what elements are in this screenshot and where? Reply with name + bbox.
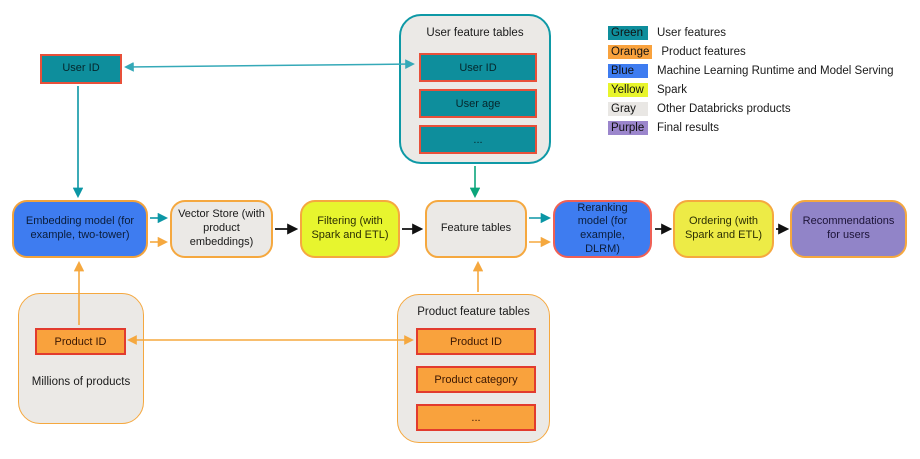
user-feature-tables-container: User feature tables User ID User age ... [399,14,551,164]
millions-of-products-label: Millions of products [31,376,131,388]
millions-of-products-container: Product ID Millions of products [18,293,144,424]
product-feature-row-category: Product category [416,366,536,393]
reranking-model-box: Reranking model (for example, DLRM) [553,200,652,258]
vector-store-box: Vector Store (with product embeddings) [170,200,273,258]
filtering-label: Filtering (with Spark and ETL) [311,215,389,241]
legend-item-user-features: Green User features [608,25,894,40]
product-feature-row-label: Product category [434,373,518,386]
arrow-userid-bidirectional [124,59,415,72]
vector-store-label: Vector Store (with product embeddings) [178,208,265,248]
feature-tables-label: Feature tables [440,222,512,235]
legend-item-ml-runtime: Blue Machine Learning Runtime and Model … [608,63,894,78]
recommendations-label: Recommendations for users [802,215,895,241]
embedding-model-label: Embedding model (for example, two-tower) [25,215,135,241]
legend-label: Final results [657,121,719,134]
legend-item-final-results: Purple Final results [608,120,894,135]
legend-label: Spark [657,83,688,96]
user-feature-row-label: User ID [459,61,497,74]
reranking-model-label: Reranking model (for example, DLRM) [577,201,628,255]
user-feature-row-label: ... [473,133,483,146]
legend-label: Machine Learning Runtime and Model Servi… [657,64,894,77]
legend-label: User features [657,26,727,39]
legend-label: Product features [661,45,746,58]
legend-item-other-databricks: Gray Other Databricks products [608,101,894,116]
legend-item-product-features: Orange Product features [608,44,894,59]
user-feature-row-user-age: User age [419,89,537,118]
legend-label: Other Databricks products [657,102,791,115]
legend-swatch-gray: Gray [608,101,648,116]
millions-product-id-box: Product ID [35,328,126,355]
product-feature-row-more: ... [416,404,536,431]
legend-swatch-orange: Orange [608,44,653,59]
millions-product-id-label: Product ID [54,335,107,348]
legend-swatch-blue: Blue [608,63,648,78]
product-feature-tables-container: Product feature tables Product ID Produc… [397,294,550,443]
recommendations-box: Recommendations for users [790,200,907,258]
feature-tables-box: Feature tables [425,200,527,258]
legend-swatch-green: Green [608,25,648,40]
filtering-box: Filtering (with Spark and ETL) [300,200,400,258]
product-feature-row-product-id: Product ID [416,328,536,355]
legend-swatch-purple: Purple [608,120,648,135]
product-feature-row-label: Product ID [450,335,502,348]
ordering-box: Ordering (with Spark and ETL) [673,200,774,258]
legend-swatch-yellow: Yellow [608,82,648,97]
user-feature-tables-title: User feature tables [426,27,524,39]
product-feature-tables-title: Product feature tables [417,306,530,318]
product-feature-row-label: ... [471,411,481,424]
user-feature-row-user-id: User ID [419,53,537,82]
user-id-source-label: User ID [62,62,100,75]
ordering-label: Ordering (with Spark and ETL) [684,215,763,241]
user-feature-row-label: User age [455,97,501,110]
legend-item-spark: Yellow Spark [608,82,894,97]
user-feature-row-more: ... [419,125,537,154]
legend: Green User features Orange Product featu… [608,25,894,140]
embedding-model-box: Embedding model (for example, two-tower) [12,200,148,258]
user-id-source-box: User ID [40,54,122,84]
